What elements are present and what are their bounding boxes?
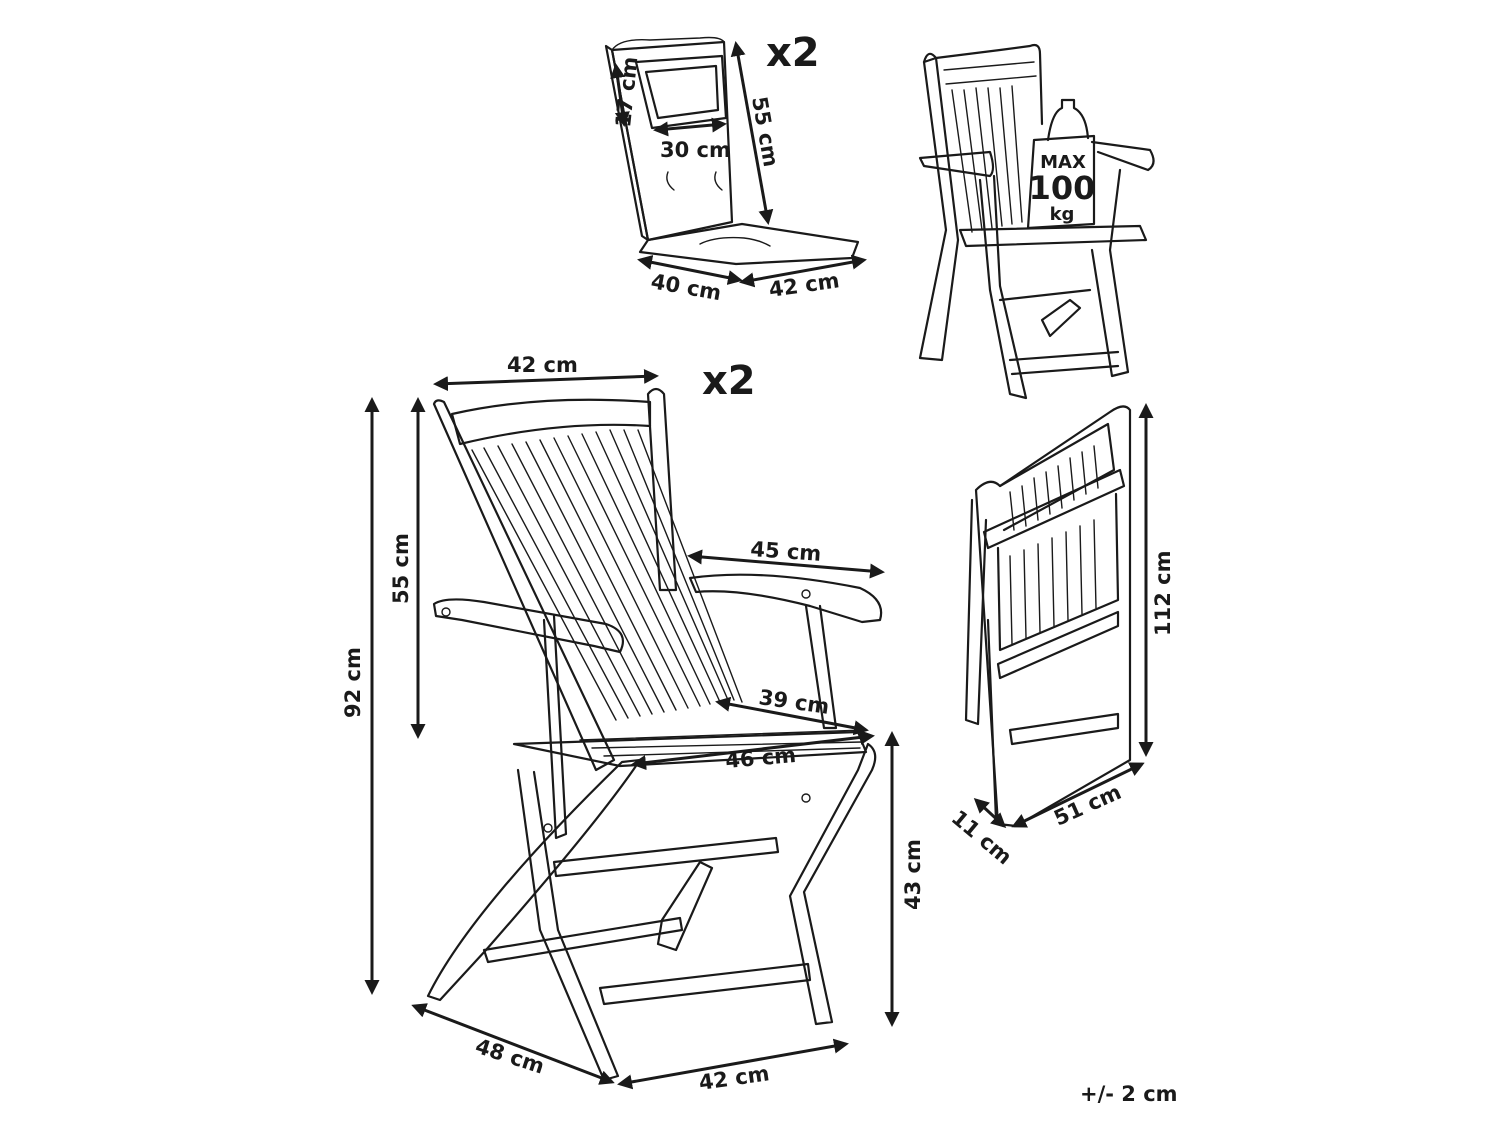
cushion-quantity-label: x2 xyxy=(766,30,820,76)
folded-chair-dimension-arrows xyxy=(973,403,1154,829)
cushion-pillow-width-label: 30 cm xyxy=(660,138,731,162)
chair-total-height-label: 92 cm xyxy=(341,647,365,718)
chair-seat-height-label: 43 cm xyxy=(901,839,925,910)
tolerance-note: +/- 2 cm xyxy=(1080,1082,1178,1106)
chair-load-illustration xyxy=(918,43,1155,400)
load-badge-value: 100 xyxy=(1029,169,1096,207)
load-badge-max: MAX xyxy=(1040,152,1086,173)
chair-base-width-label: 42 cm xyxy=(697,1061,771,1095)
chair-quantity-label: x2 xyxy=(702,358,756,404)
chair-armrest-depth-label: 45 cm xyxy=(750,537,822,566)
chair-back-width-label: 42 cm xyxy=(507,353,578,377)
chair-seat-width-label: 46 cm xyxy=(724,743,797,773)
load-badge-unit: kg xyxy=(1050,204,1075,225)
cushion-dimension-arrows xyxy=(610,41,867,288)
folded-height-label: 112 cm xyxy=(1151,551,1175,636)
folded-thickness-label: 11 cm xyxy=(947,805,1017,869)
cushion-seat-width-label: 42 cm xyxy=(767,268,841,302)
folded-chair-illustration xyxy=(964,405,1132,828)
chair-seat-depth-label: 39 cm xyxy=(757,685,831,719)
main-chair-dimension-arrows xyxy=(364,368,900,1090)
folded-width-label: 51 cm xyxy=(1050,780,1125,831)
chair-back-height-label: 55 cm xyxy=(389,533,413,604)
main-chair-illustration xyxy=(426,387,883,1082)
cushion-illustration xyxy=(604,36,860,266)
chair-base-depth-label: 48 cm xyxy=(472,1034,547,1079)
